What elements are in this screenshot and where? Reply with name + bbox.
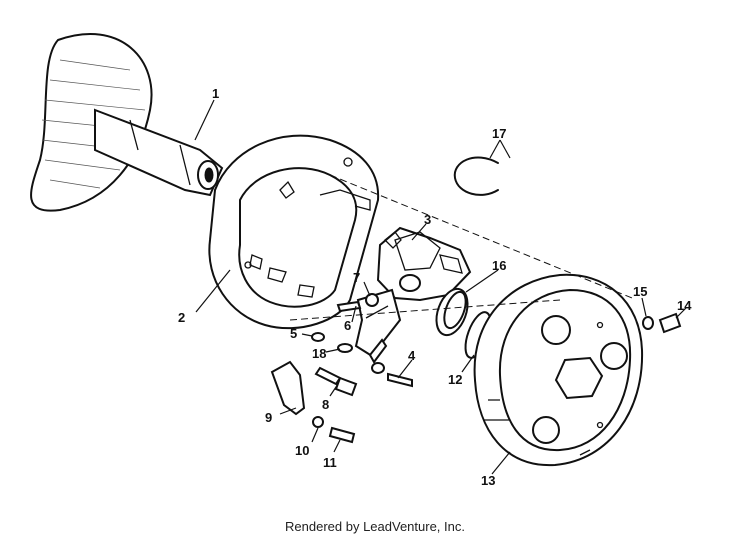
- part-13-clutch-cover: [473, 273, 644, 467]
- part-11-bolt: [328, 426, 356, 444]
- part-16-bearing-ring: [435, 287, 469, 337]
- callout-2: 2: [178, 310, 185, 325]
- callout-1: 1: [212, 86, 219, 101]
- part-8-pin: [314, 366, 358, 397]
- callout-6: 6: [344, 318, 351, 333]
- footer-credit: Rendered by LeadVenture, Inc.: [285, 519, 465, 534]
- callout-7: 7: [353, 270, 360, 285]
- callout-3: 3: [424, 212, 431, 227]
- part-1-shaft-sheave: [30, 33, 224, 212]
- callout-15: 15: [633, 284, 647, 299]
- callout-8: 8: [322, 397, 329, 412]
- part-2-clutch-drum: [208, 134, 380, 330]
- part-5-nut: [311, 332, 325, 342]
- part-9-bracket: [270, 360, 306, 416]
- part-14-bolt: [658, 312, 682, 334]
- callout-13: 13: [481, 473, 495, 488]
- part-3-spider-assembly: [376, 226, 472, 302]
- callout-14: 14: [677, 298, 692, 313]
- callout-18: 18: [312, 346, 326, 361]
- part-4-bolt: [371, 362, 413, 388]
- leader-lines: [194, 99, 687, 475]
- callout-17: 17: [492, 126, 506, 141]
- callout-5: 5: [290, 326, 297, 341]
- part-15-washer: [642, 316, 654, 330]
- callout-4: 4: [408, 348, 416, 363]
- callout-16: 16: [492, 258, 506, 273]
- callout-9: 9: [265, 410, 272, 425]
- part-arm-linkage: [336, 288, 402, 364]
- part-17-clip: [453, 156, 499, 196]
- part-10-washer: [312, 416, 324, 428]
- callout-12: 12: [448, 372, 462, 387]
- callout-labels: 1 2 3 4 5 6 7 8 9 10 11 12 13 14 15 16 1…: [178, 86, 692, 488]
- callout-10: 10: [295, 443, 309, 458]
- callout-11: 11: [323, 455, 337, 470]
